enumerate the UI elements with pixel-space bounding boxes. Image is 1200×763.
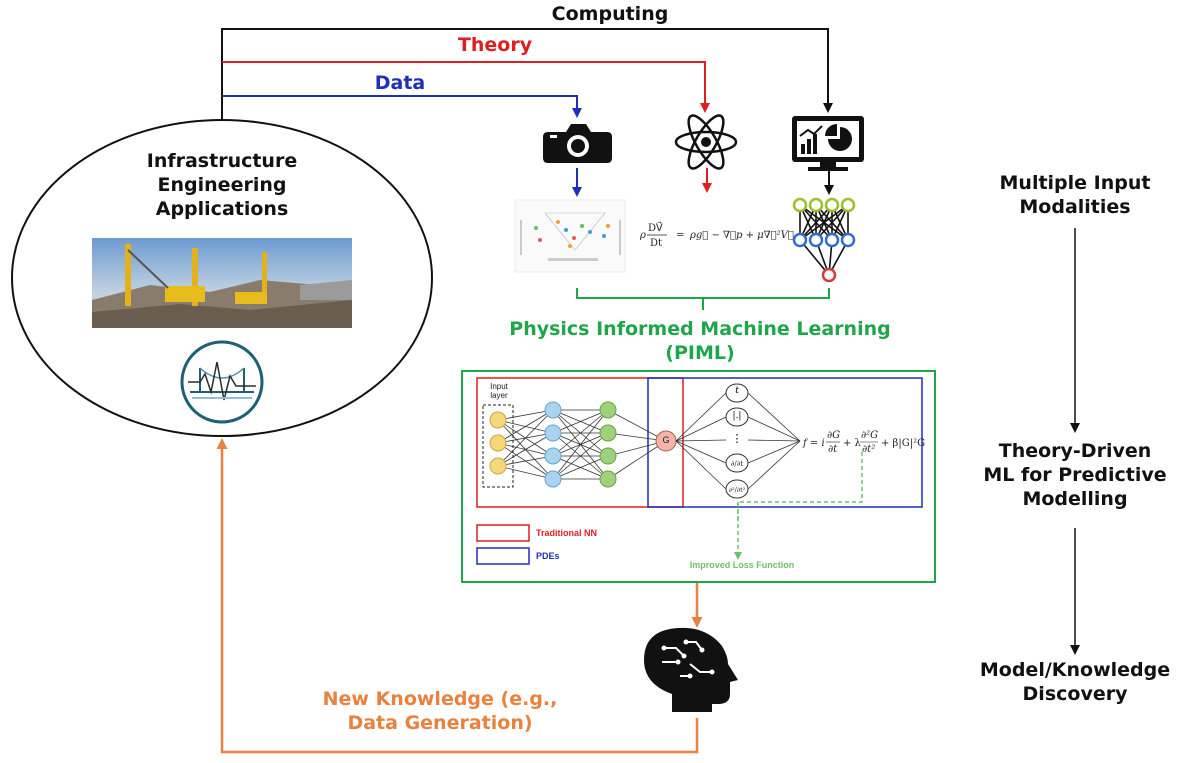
piml-hidden1-node — [544, 470, 562, 488]
svg-text:ρ: ρ — [639, 230, 646, 241]
brain-circuit-icon — [644, 627, 738, 712]
stage-3-line1: Model/Knowledge — [979, 659, 1171, 681]
piml-hidden2-node — [599, 470, 617, 488]
legend-pde-swatch — [476, 547, 530, 565]
nn-top-input-node — [824, 197, 840, 213]
svg-text:+ λ: + λ — [843, 438, 862, 449]
stage-1-label: Multiple Input Modalities — [960, 172, 1190, 220]
operator-nodes: ∂/∂t ∂²/∂t² — [675, 383, 801, 499]
svg-text:∂t²: ∂t² — [862, 444, 875, 455]
nn-top-input-node — [840, 197, 856, 213]
operator-node — [725, 453, 749, 473]
residual-equation: f = i ∂G ∂t + λ ∂²G ∂t² + β|G|²G — [802, 430, 925, 455]
traditional-nn-region — [476, 377, 684, 508]
operator-node — [725, 383, 749, 403]
g-node-label: G — [662, 435, 670, 445]
piml-title-line1: Physics Informed Machine Learning — [509, 318, 891, 340]
improved-loss-label: Improved Loss Function — [689, 560, 795, 570]
merge-bracket — [576, 288, 830, 310]
svg-text:DV⃗: DV⃗ — [648, 221, 663, 234]
analytics-monitor-icon — [792, 116, 864, 171]
operator-node — [725, 407, 749, 427]
op-dt2-glyph: ∂²/∂t² — [729, 486, 746, 494]
feedback-label-line1: New Knowledge (e.g., — [322, 688, 558, 710]
feedback-label-line2: Data Generation) — [347, 711, 533, 734]
nn-top-output-node — [821, 267, 837, 283]
nn-top-hidden-node — [840, 232, 856, 248]
piml-hidden1-node — [544, 424, 562, 442]
nn-top-hidden-node — [808, 232, 824, 248]
piml-box — [461, 370, 936, 583]
piml-title: Physics Informed Machine Learning (PIML) — [455, 318, 945, 366]
nn-top-input-node — [808, 197, 824, 213]
stage-2-label: Theory-Driven ML for Predictive Modellin… — [960, 440, 1190, 511]
stage-3-label: Model/Knowledge Discovery — [955, 659, 1195, 707]
computing-arrow — [221, 28, 833, 130]
piml-hidden1-node — [544, 401, 562, 419]
applications-title-line3: Applications — [155, 197, 289, 220]
svg-text:+ β|G|²G: + β|G|²G — [881, 438, 925, 449]
nn-top-input-node — [792, 197, 808, 213]
svg-text:∂t: ∂t — [828, 444, 838, 455]
data-label: Data — [374, 72, 426, 94]
piml-input-node — [489, 411, 507, 429]
stage-1-line2: Modalities — [1019, 195, 1131, 218]
piml-input-node — [489, 457, 507, 475]
bridge-monitoring-icon — [180, 340, 264, 424]
stage-1-line1: Multiple Input — [999, 172, 1151, 194]
applications-title-line2: Engineering — [157, 173, 287, 196]
svg-text:∂G: ∂G — [827, 430, 840, 441]
stage-2-line2: ML for Predictive — [983, 463, 1167, 486]
op-node-t-label: t — [735, 386, 739, 396]
computing-label: Computing — [551, 3, 669, 25]
loss-feedback-path — [737, 452, 863, 555]
feedback-arrow — [216, 438, 699, 754]
navier-stokes-equation: ρ DV⃗ Dt = ρg⃗ − ∇⃗p + μ∇⃗²V⃗ — [639, 221, 794, 249]
stage-2-line3: Modelling — [1022, 487, 1128, 510]
svg-text:ρg⃗ − ∇⃗p + μ∇⃗²V⃗: ρg⃗ − ∇⃗p + μ∇⃗²V⃗ — [689, 230, 794, 241]
op-node-ellipsis-label: ⋮ — [731, 432, 743, 445]
piml-title-line2: (PIML) — [665, 341, 735, 364]
theory-label: Theory — [457, 34, 533, 56]
legend-traditional-swatch — [476, 524, 530, 542]
data-arrow — [222, 95, 582, 118]
atom-icon — [674, 114, 738, 170]
svg-text:Dt: Dt — [650, 238, 662, 249]
operator-node — [725, 479, 749, 499]
camera-icon — [543, 124, 612, 163]
op-node-abs-label: |.| — [732, 411, 742, 421]
piml-hidden2-node — [599, 447, 617, 465]
stage-2-line1: Theory-Driven — [998, 440, 1152, 462]
legend-traditional-label: Traditional NN — [536, 528, 598, 538]
data-thumbnail — [514, 199, 626, 273]
neural-network-icon — [792, 197, 856, 283]
piml-hidden2-node — [599, 401, 617, 419]
nn-top-hidden-node — [792, 232, 808, 248]
op-dt-glyph: ∂/∂t — [731, 460, 744, 468]
stage-3-line2: Discovery — [1022, 682, 1128, 705]
input-layer-box — [482, 404, 514, 488]
theory-arrow — [222, 61, 710, 113]
construction-photo — [92, 238, 352, 328]
nn-top-hidden-node — [824, 232, 840, 248]
applications-title: Infrastructure Engineering Applications — [102, 150, 342, 221]
pde-region — [647, 377, 923, 508]
input-layer-label: Input layer — [490, 382, 508, 400]
piml-hidden1-node — [544, 447, 562, 465]
feedback-label: New Knowledge (e.g., Data Generation) — [280, 688, 600, 736]
applications-title-line1: Infrastructure — [146, 150, 298, 172]
piml-input-node — [489, 434, 507, 452]
svg-text:=: = — [676, 230, 684, 241]
legend-pdes-label: PDEs — [536, 551, 560, 561]
svg-text:f = i: f = i — [802, 438, 825, 449]
piml-network — [489, 401, 669, 488]
svg-text:∂²G: ∂²G — [861, 430, 878, 441]
piml-hidden2-node — [599, 424, 617, 442]
